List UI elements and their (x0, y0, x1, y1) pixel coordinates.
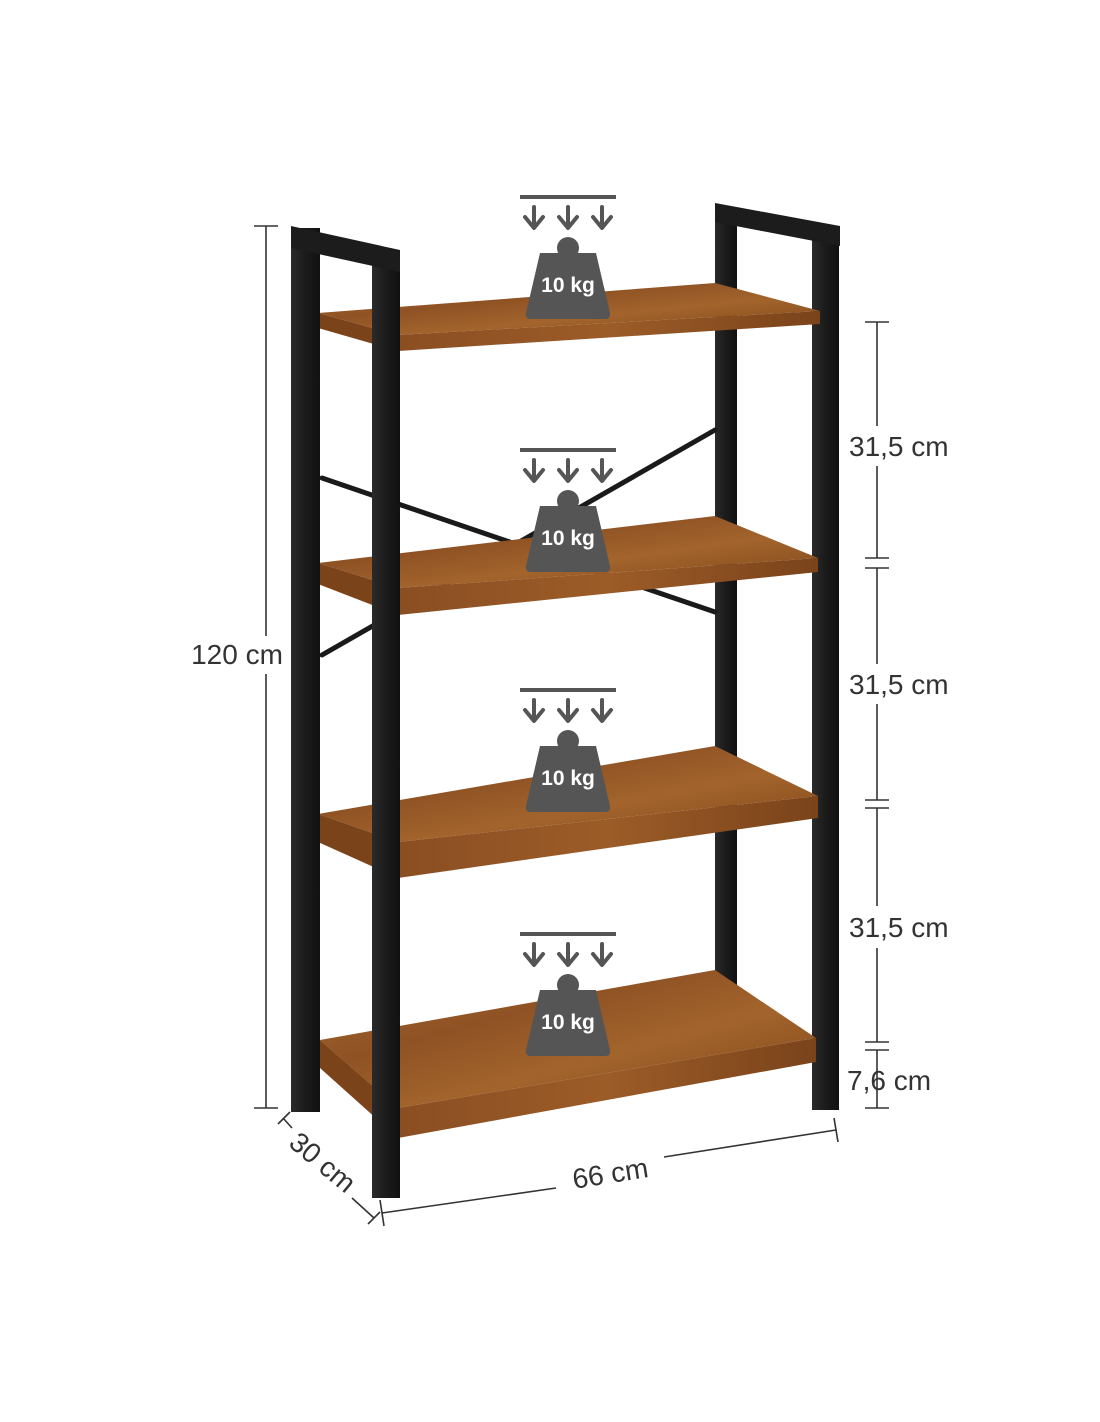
load-icon-shelf-4: 10 kg (520, 932, 616, 1056)
down-arrow-icon (523, 458, 545, 483)
depth-label: 30 cm (284, 1126, 362, 1199)
weight-icon (525, 746, 611, 812)
spacing-label-1: 31,5 cm (849, 431, 949, 462)
height-dimension: 120 cm (191, 225, 283, 1109)
depth-dimension: 30 cm (277, 1111, 381, 1225)
down-arrow-icon (557, 942, 579, 967)
front-left-post (291, 228, 320, 1112)
clearance-label: 7,6 cm (847, 1065, 931, 1096)
down-arrow-icon (557, 458, 579, 483)
down-arrow-icon (591, 942, 613, 967)
down-arrow-icon (523, 205, 545, 230)
front-top-rail (291, 226, 400, 272)
down-arrow-icon (557, 205, 579, 230)
down-arrow-icon (557, 698, 579, 723)
rear-top-rail (715, 203, 840, 246)
spacing-label-3: 31,5 cm (849, 912, 949, 943)
load-icon-shelf-2: 10 kg (520, 448, 616, 572)
width-label: 66 cm (570, 1152, 650, 1195)
load-label: 10 kg (541, 274, 595, 297)
load-label: 10 kg (541, 767, 595, 790)
weight-icon (525, 253, 611, 319)
load-label: 10 kg (541, 1011, 595, 1034)
down-arrow-icon (523, 698, 545, 723)
rear-frame (715, 203, 840, 1110)
front-frame (291, 226, 400, 1198)
spacing-dimensions: 31,5 cm 31,5 cm 31,5 cm 7,6 cm (847, 321, 949, 1109)
load-label: 10 kg (541, 527, 595, 550)
weight-icon (525, 990, 611, 1056)
down-arrow-icon (591, 205, 613, 230)
rear-right-post (812, 226, 839, 1110)
load-icon-shelf-1: 10 kg (520, 195, 616, 319)
rear-left-post (715, 212, 737, 1042)
height-label: 120 cm (191, 639, 283, 670)
front-right-post (372, 250, 400, 1198)
load-icon-shelf-3: 10 kg (520, 688, 616, 812)
down-arrow-icon (591, 458, 613, 483)
down-arrow-icon (523, 942, 545, 967)
width-dimension: 66 cm (379, 1117, 839, 1227)
spacing-label-2: 31,5 cm (849, 669, 949, 700)
down-arrow-icon (591, 698, 613, 723)
weight-icon (525, 506, 611, 572)
